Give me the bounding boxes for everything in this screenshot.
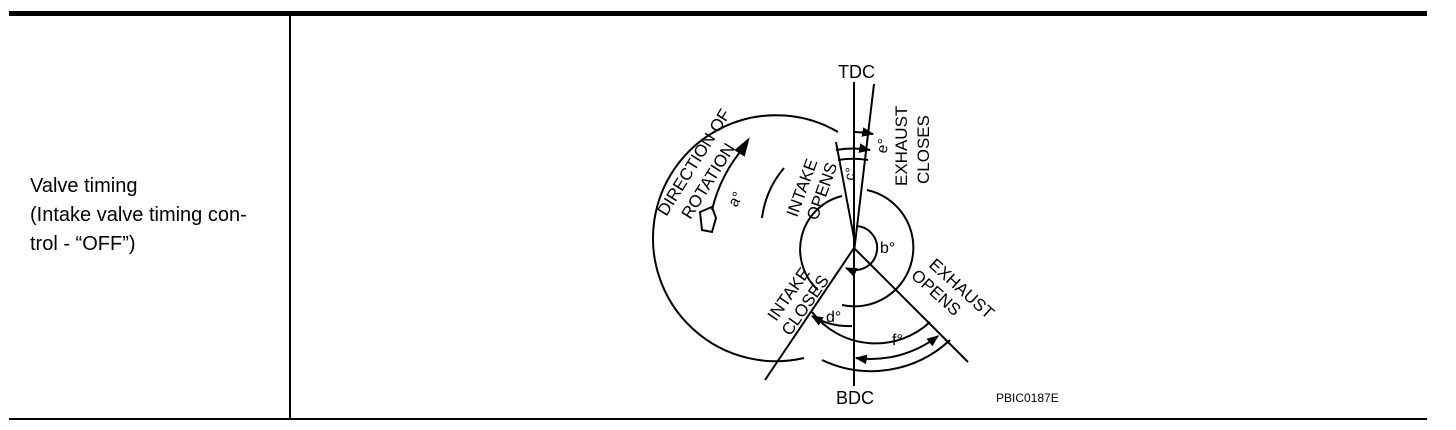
angle-d-arc — [810, 315, 853, 328]
angle-e-arc — [854, 127, 875, 137]
angle-f-arc — [854, 335, 939, 365]
column-divider — [289, 16, 291, 418]
table-top-rule — [9, 11, 1427, 16]
outer-ring-arc — [821, 339, 951, 373]
angle-c-label: c° — [840, 166, 858, 182]
intake-closes-line — [764, 247, 855, 381]
rotation-arrow-head — [734, 137, 750, 157]
intake-arc — [651, 114, 839, 363]
valve-timing-diagram: TDC BDC DIRECTION OF ROTATION INTAKE OPE… — [651, 62, 1059, 408]
intake-opens-line — [835, 141, 855, 239]
row-label: Valve timing (Intake valve timing con- t… — [30, 172, 282, 259]
intake-inner-arc — [761, 167, 785, 219]
angle-b-arc — [844, 225, 879, 277]
rotation-big-arrow — [698, 205, 718, 234]
exhaust-closes-label-2: CLOSES — [914, 115, 933, 184]
exhaust-opens-line — [853, 247, 969, 363]
angle-c-arc-2 — [837, 157, 869, 161]
angle-c-arc — [835, 143, 872, 153]
angle-b-label: b° — [880, 240, 895, 257]
row-label-line-2: (Intake valve timing con- — [30, 204, 247, 226]
tdc-label: TDC — [838, 62, 875, 82]
angle-d-label: d° — [826, 309, 841, 326]
figure-code: PBIC0187E — [996, 391, 1059, 405]
row-label-line-3: trol - “OFF”) — [30, 233, 136, 255]
angle-a-label: a° — [725, 189, 747, 210]
exhaust-arc — [841, 189, 915, 308]
row-label-line-1: Valve timing — [30, 175, 138, 197]
exhaust-closes-line — [853, 83, 875, 253]
angle-e-label: e° — [874, 138, 893, 155]
mid-ring-arc — [799, 195, 843, 291]
bdc-label: BDC — [836, 388, 874, 408]
exhaust-closes-label-1: EXHAUST — [892, 106, 911, 186]
table-bottom-rule — [9, 418, 1427, 420]
angle-f-label: f° — [892, 332, 903, 349]
